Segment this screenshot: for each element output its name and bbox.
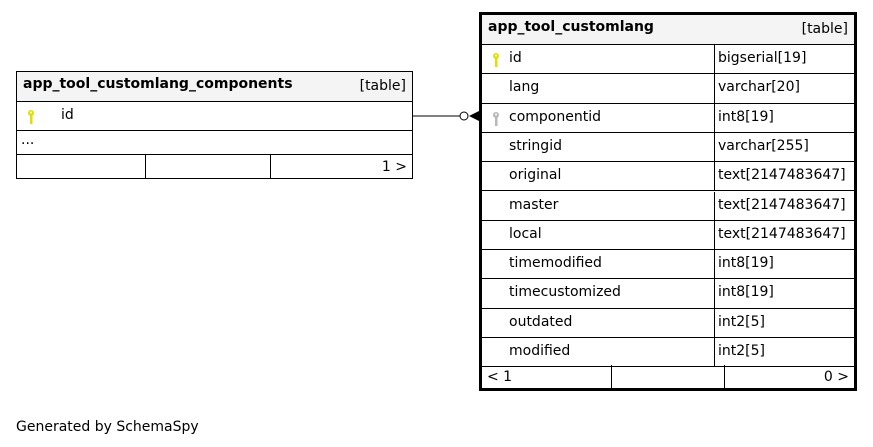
column-name: timemodified bbox=[509, 255, 602, 272]
column-divider bbox=[714, 74, 715, 103]
column-row-local[interactable]: local text[2147483647] bbox=[482, 220, 854, 251]
children-count: 0 > bbox=[823, 369, 849, 385]
table-footer: < 1 0 > bbox=[482, 365, 854, 388]
column-divider bbox=[714, 279, 715, 308]
zero-optional-marker bbox=[459, 111, 469, 121]
column-name: stringid bbox=[509, 137, 562, 154]
column-row-original[interactable]: original text[2147483647] bbox=[482, 162, 854, 192]
table-app-tool-customlang[interactable]: app_tool_customlang [table] id bigserial[… bbox=[479, 12, 857, 391]
column-row-timemodified[interactable]: timemodified int8[19] bbox=[482, 250, 854, 280]
column-name: outdated bbox=[509, 313, 573, 330]
table-header: app_tool_customlang [table] bbox=[482, 15, 854, 45]
column-row-modified[interactable]: modified int2[5] bbox=[482, 338, 854, 368]
primary-key-icon bbox=[28, 110, 34, 124]
column-type: text[2147483647] bbox=[718, 225, 846, 242]
column-type: int8[19] bbox=[718, 108, 774, 125]
column-name: timecustomized bbox=[509, 284, 621, 301]
column-type: varchar[255] bbox=[718, 137, 809, 154]
column-divider bbox=[714, 308, 715, 337]
column-divider bbox=[714, 132, 715, 162]
column-row-master[interactable]: master text[2147483647] bbox=[482, 191, 854, 221]
foreign-key-icon bbox=[493, 111, 499, 126]
ellipsis: ... bbox=[21, 132, 35, 148]
more-columns-row: ... bbox=[17, 131, 412, 155]
table-kind: [table] bbox=[801, 21, 848, 37]
parents-count: < 1 bbox=[487, 369, 513, 385]
column-name: id bbox=[61, 107, 74, 123]
generated-by-label: Generated by SchemaSpy bbox=[16, 419, 199, 435]
column-type: bigserial[19] bbox=[718, 50, 807, 66]
column-type: int8[19] bbox=[718, 284, 774, 301]
column-type: text[2147483647] bbox=[718, 167, 846, 184]
column-type: int8[19] bbox=[718, 255, 774, 272]
table-name: app_tool_customlang_components bbox=[23, 76, 293, 92]
column-row-componentid[interactable]: componentid int8[19] bbox=[482, 103, 854, 133]
column-row-timecustomized[interactable]: timecustomized int8[19] bbox=[482, 279, 854, 309]
column-row-id[interactable]: id bbox=[17, 102, 412, 131]
column-name: local bbox=[509, 225, 542, 242]
column-divider bbox=[714, 45, 715, 74]
column-name: modified bbox=[509, 343, 571, 359]
table-footer: 1 > bbox=[17, 155, 412, 178]
column-divider bbox=[714, 220, 715, 250]
column-divider bbox=[714, 162, 715, 191]
column-divider bbox=[714, 191, 715, 220]
column-name: lang bbox=[509, 79, 540, 96]
primary-key-icon bbox=[493, 53, 499, 67]
column-row-stringid[interactable]: stringid varchar[255] bbox=[482, 132, 854, 163]
column-name: componentid bbox=[509, 108, 601, 125]
column-divider bbox=[714, 250, 715, 279]
table-header: app_tool_customlang_components [table] bbox=[17, 72, 412, 102]
table-app-tool-customlang-components[interactable]: app_tool_customlang_components [table] i… bbox=[16, 71, 413, 179]
children-count: 1 > bbox=[381, 159, 407, 175]
column-name: original bbox=[509, 167, 562, 184]
column-row-id[interactable]: id bigserial[19] bbox=[482, 45, 854, 75]
table-kind: [table] bbox=[359, 78, 406, 94]
column-type: int2[5] bbox=[718, 343, 765, 359]
column-row-outdated[interactable]: outdated int2[5] bbox=[482, 308, 854, 338]
column-divider bbox=[714, 103, 715, 132]
column-name: id bbox=[509, 50, 522, 66]
crows-foot-marker bbox=[469, 111, 479, 121]
column-name: master bbox=[509, 196, 559, 213]
column-type: varchar[20] bbox=[718, 79, 800, 96]
column-row-lang[interactable]: lang varchar[20] bbox=[482, 74, 854, 104]
column-type: int2[5] bbox=[718, 313, 765, 330]
table-name: app_tool_customlang bbox=[488, 19, 654, 35]
column-type: text[2147483647] bbox=[718, 196, 846, 213]
column-divider bbox=[714, 338, 715, 367]
